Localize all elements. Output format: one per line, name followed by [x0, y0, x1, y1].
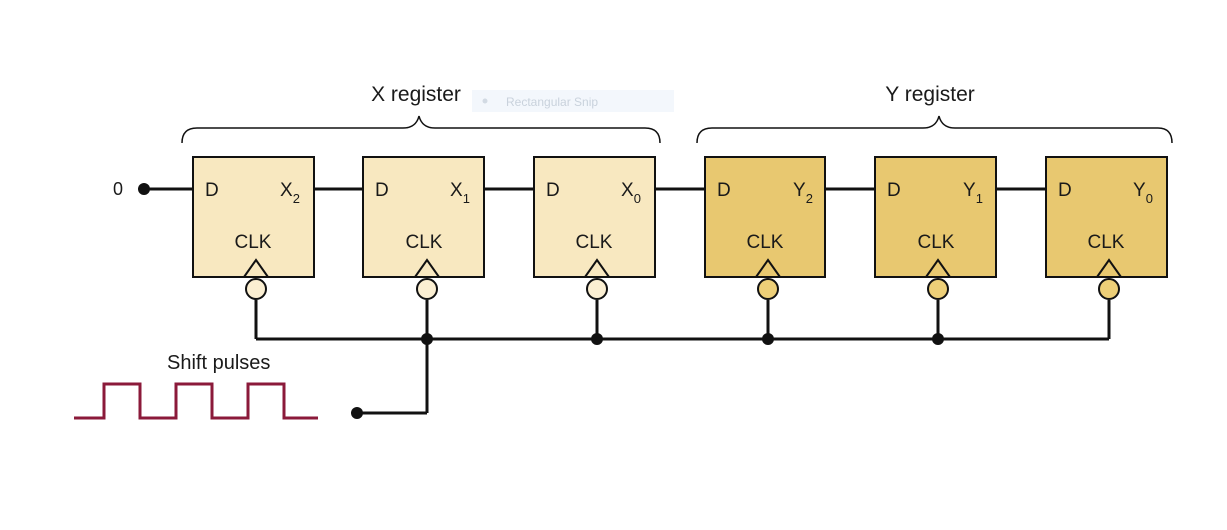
d-input-label: D [887, 180, 901, 201]
clock-junction [591, 333, 603, 345]
snip-tooltip-text: Rectangular Snip [506, 95, 598, 109]
d-input-label: D [375, 180, 389, 201]
clock-inversion-bubble [927, 278, 949, 300]
clock-inversion-bubble [757, 278, 779, 300]
clock-inversion-bubble [245, 278, 267, 300]
clock-input-node [351, 407, 363, 419]
y-register-label: Y register [885, 83, 975, 106]
flipflop-x1: D X1 CLK [362, 156, 485, 300]
clock-bus [254, 300, 1111, 415]
clock-edge-triangle-icon [243, 258, 269, 278]
shift-pulses-label: Shift pulses [167, 352, 270, 374]
clk-label: CLK [918, 232, 955, 253]
d-input-label: D [1058, 180, 1072, 201]
x-register-brace [181, 115, 661, 144]
clk-label: CLK [747, 232, 784, 253]
clk-label: CLK [235, 232, 272, 253]
output-label-y1: Y1 [963, 180, 983, 206]
clk-label: CLK [406, 232, 443, 253]
clock-edge-triangle-icon [755, 258, 781, 278]
x-register-label: X register [371, 83, 461, 106]
output-label-x0: X0 [621, 180, 641, 206]
clock-inversion-bubble [586, 278, 608, 300]
clock-junction [421, 333, 433, 345]
clk-label: CLK [1088, 232, 1125, 253]
clock-junction [762, 333, 774, 345]
flipflop-x0: D X0 CLK [533, 156, 656, 300]
output-label-y2: Y2 [793, 180, 813, 206]
clock-edge-triangle-icon [925, 258, 951, 278]
flipflop-x2: D X2 CLK [192, 156, 315, 300]
snip-tooltip-box [472, 90, 674, 112]
output-label-x1: X1 [450, 180, 470, 206]
clk-label: CLK [576, 232, 613, 253]
clock-junction [932, 333, 944, 345]
clock-edge-triangle-icon [414, 258, 440, 278]
clock-edge-triangle-icon [584, 258, 610, 278]
clock-inversion-bubble [416, 278, 438, 300]
output-label-y0: Y0 [1133, 180, 1153, 206]
d-input-label: D [546, 180, 560, 201]
shift-pulses-waveform [74, 382, 318, 420]
clock-inversion-bubble [1098, 278, 1120, 300]
flipflop-y2: D Y2 CLK [704, 156, 826, 300]
snip-tooltip-dot-icon [482, 98, 488, 104]
flipflop-y0: D Y0 CLK [1045, 156, 1168, 300]
clock-edge-triangle-icon [1096, 258, 1122, 278]
serial-input-value: 0 [113, 179, 123, 199]
d-input-label: D [205, 180, 219, 201]
y-register-brace [696, 115, 1173, 144]
output-label-x2: X2 [280, 180, 300, 206]
flipflop-y1: D Y1 CLK [874, 156, 997, 300]
d-input-label: D [717, 180, 731, 201]
